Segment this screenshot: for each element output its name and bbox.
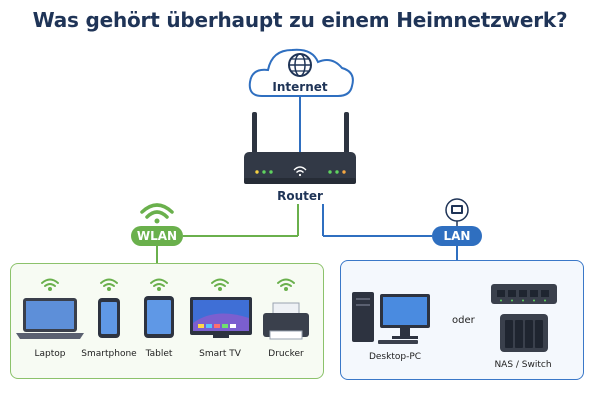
wifi-icon: [277, 278, 295, 291]
smart-tv-icon: [190, 297, 252, 338]
device-label-desktop-pc: Desktop-PC: [368, 352, 422, 362]
page-title: Was gehört überhaupt zu einem Heimnetzwe…: [32, 8, 568, 32]
wifi-icon: [211, 278, 229, 291]
globe-icon: [288, 53, 312, 77]
cloud-icon: [248, 48, 354, 97]
device-label-smartphone: Smartphone: [81, 349, 137, 359]
lan-badge: LAN: [432, 226, 482, 246]
device-label-printer: Drucker: [268, 349, 304, 359]
smartphone-icon: [98, 298, 120, 338]
wifi-icon: [100, 278, 118, 291]
wlan-badge: WLAN: [131, 226, 183, 246]
internet-label: Internet: [272, 80, 328, 94]
or-label: oder: [452, 315, 475, 326]
device-label-tablet: Tablet: [145, 349, 173, 359]
device-label-smart-tv: Smart TV: [199, 349, 241, 359]
device-label-laptop: Laptop: [34, 349, 66, 359]
router-icon: [244, 112, 356, 184]
router-label: Router: [277, 189, 323, 203]
device-label-nas-switch: NAS / Switch: [494, 360, 552, 370]
ethernet-port-icon: [445, 198, 469, 226]
printer-icon: [263, 302, 309, 340]
wifi-icon: [41, 278, 59, 291]
switch-icon: [491, 284, 557, 304]
wlan-devices: [16, 278, 309, 340]
laptop-icon: [16, 298, 84, 339]
desktop-pc-icon: [352, 292, 430, 344]
wifi-icon: [150, 278, 168, 291]
nas-icon: [500, 314, 548, 352]
wifi-icon: [140, 203, 174, 224]
tablet-icon: [144, 296, 174, 338]
lan-devices: [352, 284, 557, 352]
